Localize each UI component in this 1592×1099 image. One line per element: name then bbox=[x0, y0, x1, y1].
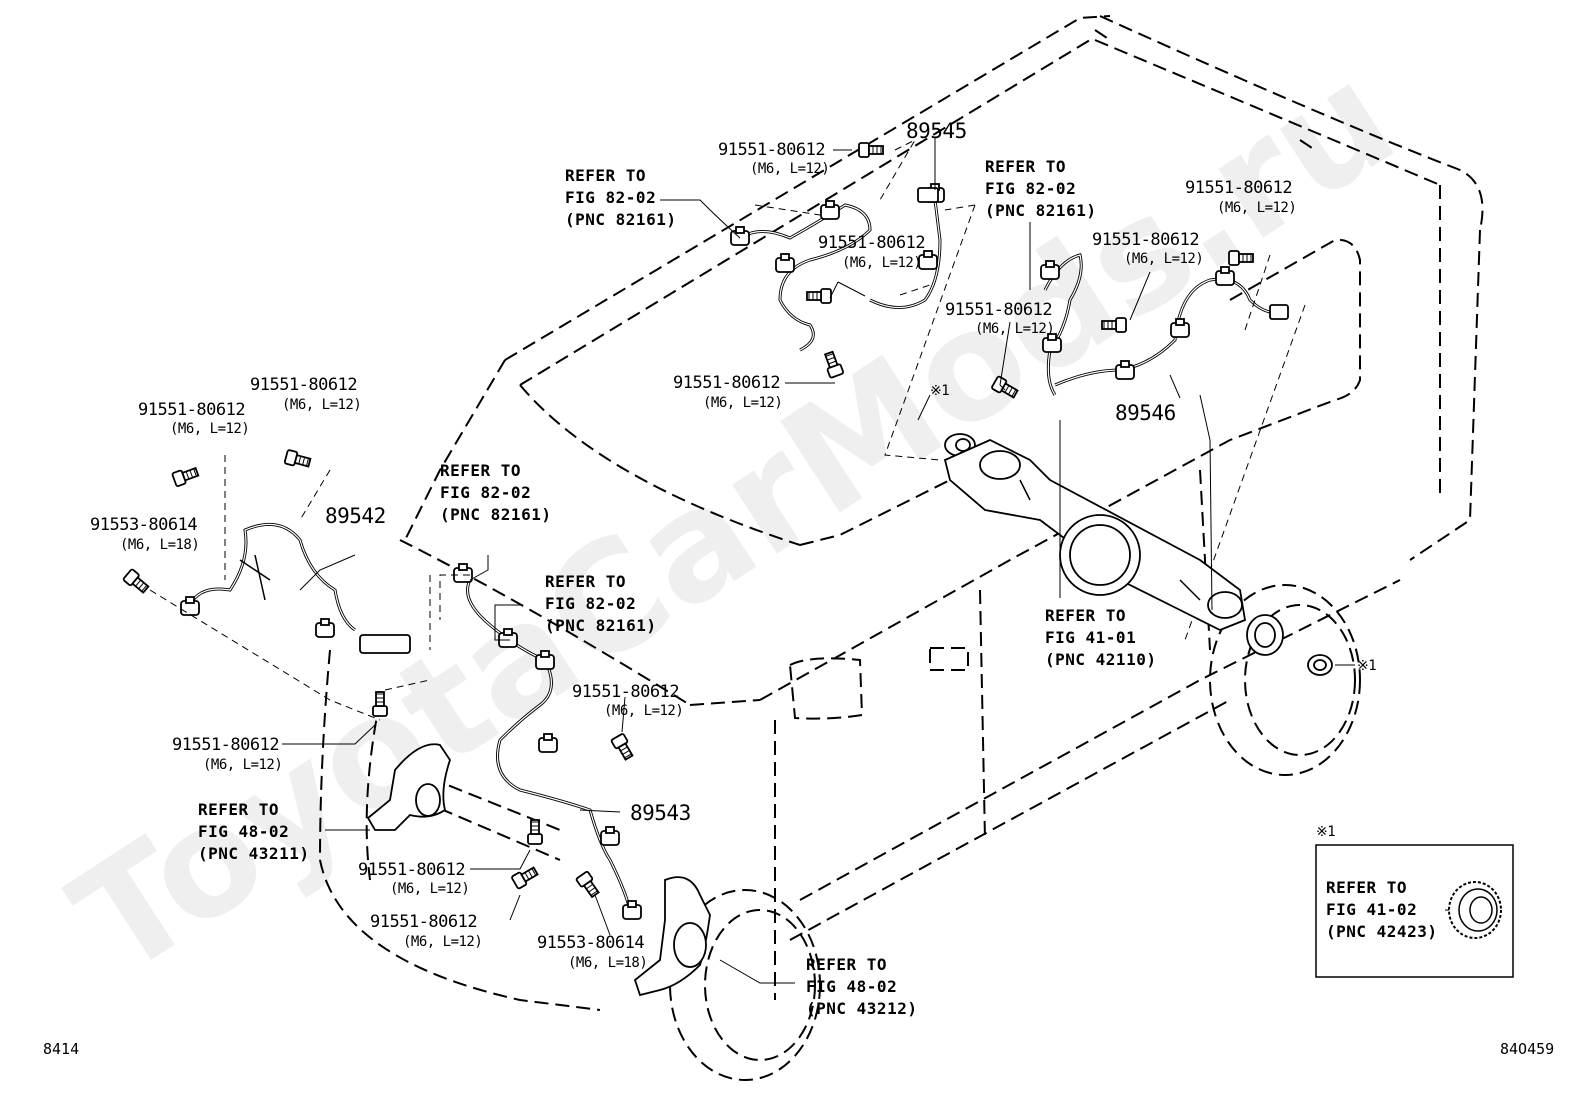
ref-to-label-axle: REFER TO bbox=[1045, 606, 1126, 625]
vehicle-body-outline bbox=[318, 15, 1484, 1081]
bolt-pn-fr-mid: 91551-80612 bbox=[358, 860, 465, 880]
ref-fig-label-3: FIG 82-02 bbox=[440, 483, 531, 502]
inset-note-mark: ※1 bbox=[1316, 824, 1335, 840]
ref-fig-label-6: FIG 48-02 bbox=[806, 977, 897, 996]
ref-pnc-label-3: (PNC 82161) bbox=[440, 505, 551, 524]
ref-fig-label-2: FIG 82-02 bbox=[985, 179, 1076, 198]
footer-right-code: 84O459 bbox=[1500, 1040, 1554, 1058]
part-89543-label: 89543 bbox=[630, 801, 691, 825]
rear-left-abs-sensor bbox=[730, 183, 945, 352]
bolt-spec-rr-mid: (M6, L=12) bbox=[1124, 251, 1203, 267]
part-89545-label: 89545 bbox=[906, 119, 967, 143]
ref-pnc-label-2: (PNC 82161) bbox=[985, 201, 1096, 220]
bolt-spec-fr-long: (M6, L=18) bbox=[568, 955, 647, 971]
bolt-pn-fl-top: 91551-80612 bbox=[250, 375, 357, 395]
ref-fig-label-4: FIG 82-02 bbox=[545, 594, 636, 613]
inset-note-box: ※1 REFER TO FIG 41-02 (PNC 42423) bbox=[1315, 824, 1514, 978]
ref-fig-label-axle: FIG 41-01 bbox=[1045, 628, 1136, 647]
bolt-pn-fr-top: 91551-80612 bbox=[572, 682, 679, 702]
ref-to-label-inset: REFER TO bbox=[1326, 878, 1407, 897]
ref-fig-label-1: FIG 82-02 bbox=[565, 188, 656, 207]
ref-fig-label-5: FIG 48-02 bbox=[198, 822, 289, 841]
bolt-pn-rr-mid: 91551-80612 bbox=[1092, 230, 1199, 250]
bolt-pn-rr-low: 91551-80612 bbox=[945, 300, 1052, 320]
bolt-spec-fl-long: (M6, L=18) bbox=[120, 537, 199, 553]
bolt-pn-fr-long: 91553-80614 bbox=[537, 933, 644, 953]
note-mark-rear-right: ※1 bbox=[1357, 658, 1376, 674]
ref-pnc-label-inset: (PNC 42423) bbox=[1326, 922, 1437, 941]
ref-pnc-label-6: (PNC 43212) bbox=[806, 999, 917, 1018]
bolt-spec-fr-mid: (M6, L=12) bbox=[390, 881, 469, 897]
bolt-spec-fl-knuckle: (M6, L=12) bbox=[203, 757, 282, 773]
ref-to-label-3: REFER TO bbox=[440, 461, 521, 480]
bolt-pn-rear-low: 91551-80612 bbox=[673, 373, 780, 393]
footer-left-code: 8414 bbox=[43, 1040, 79, 1058]
ref-to-label-2: REFER TO bbox=[985, 157, 1066, 176]
bolt-pn-fl-long: 91553-80614 bbox=[90, 515, 197, 535]
bolt-spec-rr-low: (M6, L=12) bbox=[975, 321, 1054, 337]
bolt-spec-rear-top: (M6, L=12) bbox=[750, 161, 829, 177]
ref-pnc-label-axle: (PNC 42110) bbox=[1045, 650, 1156, 669]
bolt-pn-rr-top: 91551-80612 bbox=[1185, 178, 1292, 198]
part-89542-label: 89542 bbox=[325, 504, 386, 528]
bolt-pn-fl-left: 91551-80612 bbox=[138, 400, 245, 420]
ref-to-label-6: REFER TO bbox=[806, 955, 887, 974]
ref-to-label-5: REFER TO bbox=[198, 800, 279, 819]
bolt-spec-rear-low: (M6, L=12) bbox=[703, 395, 782, 411]
ref-pnc-label-4: (PNC 82161) bbox=[545, 616, 656, 635]
rear-axle-housing bbox=[943, 433, 1333, 676]
bolt-spec-fl-left: (M6, L=12) bbox=[170, 421, 249, 437]
bolt-spec-rear-mid: (M6, L=12) bbox=[842, 255, 921, 271]
bolt-spec-rr-top: (M6, L=12) bbox=[1217, 200, 1296, 216]
leader-lines bbox=[282, 138, 1460, 984]
sensor-rotor-icon bbox=[1448, 881, 1502, 939]
bolt-pn-rear-top: 91551-80612 bbox=[718, 140, 825, 160]
ref-to-label-4: REFER TO bbox=[545, 572, 626, 591]
bolt-spec-fl-top: (M6, L=12) bbox=[282, 397, 361, 413]
part-89546-label: 89546 bbox=[1115, 401, 1176, 425]
ref-pnc-label-1: (PNC 82161) bbox=[565, 210, 676, 229]
bolt-pn-fl-knuckle: 91551-80612 bbox=[172, 735, 279, 755]
bolt-spec-fr-low: (M6, L=12) bbox=[403, 934, 482, 950]
front-right-abs-sensor bbox=[453, 563, 642, 920]
rear-right-abs-sensor bbox=[1040, 253, 1289, 396]
ref-pnc-label-5: (PNC 43211) bbox=[198, 844, 309, 863]
bolt-pn-rear-mid: 91551-80612 bbox=[818, 233, 925, 253]
bolt-pn-fr-low: 91551-80612 bbox=[370, 912, 477, 932]
ref-to-label-1: REFER TO bbox=[565, 166, 646, 185]
bolt-spec-fr-top: (M6, L=12) bbox=[604, 703, 683, 719]
note-mark-rear-left: ※1 bbox=[930, 383, 949, 399]
front-left-abs-sensor bbox=[180, 522, 411, 654]
ref-fig-label-inset: FIG 41-02 bbox=[1326, 900, 1417, 919]
